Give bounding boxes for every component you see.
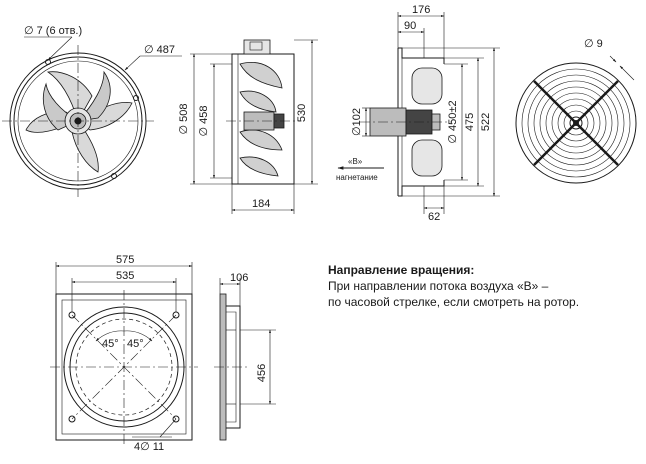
fan-side-view: ∅ 508 ∅ 458 530 184 (178, 39, 318, 214)
fan-guard-view: ∅ 9 (515, 38, 637, 184)
rotation-note-heading: Направление вращения: (328, 263, 475, 277)
angle-right-label: 45° (127, 338, 144, 350)
airflow-sub-label: нагнетание (336, 173, 378, 182)
dim-456: 456 (256, 364, 268, 382)
plate-front-view: 45° 45° 575 535 4∅ 11 (50, 254, 198, 453)
dim-90: 90 (404, 20, 416, 32)
holes-label: ∅ 7 (6 отв.) (24, 25, 82, 37)
rotation-note: Направление вращения: При направлении по… (328, 262, 579, 310)
dim-458: ∅ 458 (198, 106, 210, 137)
rotation-note-line2: по часовой стрелке, если смотреть на рот… (328, 295, 580, 309)
dim-106: 106 (230, 272, 248, 284)
dim-9: ∅ 9 (584, 38, 603, 50)
rotation-note-line1: При направлении потока воздуха «B» – (328, 279, 549, 293)
dim-102: ∅102 (351, 108, 363, 136)
dim-475: 475 (464, 113, 476, 131)
dim-176: 176 (412, 4, 430, 16)
dim-450: ∅ 450±2 (447, 100, 459, 143)
dim-522: 522 (480, 113, 492, 131)
diameter-487-label: ∅ 487 (144, 44, 175, 56)
fan-front-view: ∅ 7 (6 отв.) ∅ 487 (2, 25, 182, 197)
dim-62: 62 (428, 211, 440, 223)
dim-535: 535 (116, 270, 134, 282)
dim-508: ∅ 508 (178, 104, 190, 135)
fan-section-view: «B» нагнетание 176 90 ∅102 ∅ 450±2 475 5… (336, 4, 500, 223)
plate-holes-label: 4∅ 11 (134, 441, 164, 453)
angle-left-label: 45° (102, 338, 119, 350)
dim-184: 184 (252, 198, 270, 210)
dim-530: 530 (296, 104, 308, 122)
airflow-label: «B» (348, 157, 363, 166)
plate-side-view: 106 456 (214, 272, 276, 441)
dim-575: 575 (116, 254, 134, 266)
